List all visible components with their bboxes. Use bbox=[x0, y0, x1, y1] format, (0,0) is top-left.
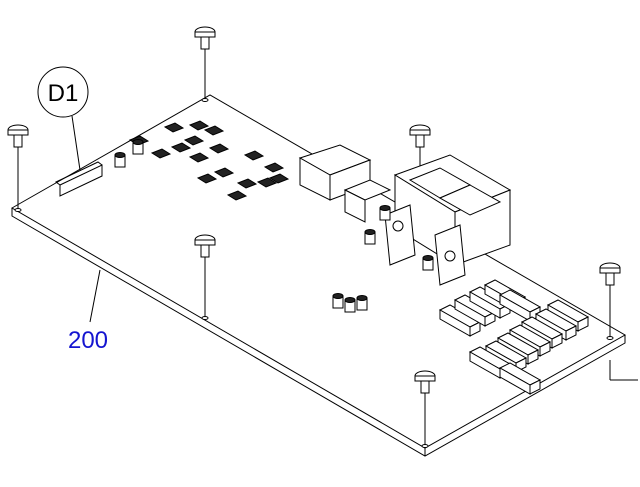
screw-icon bbox=[194, 26, 216, 102]
callout-d1: D1 bbox=[37, 66, 89, 171]
capacitor bbox=[422, 255, 434, 271]
screws bbox=[7, 26, 621, 448]
capacitor bbox=[379, 205, 391, 221]
capacitor bbox=[332, 293, 344, 309]
connector-d1 bbox=[55, 161, 103, 197]
screw-icon bbox=[599, 262, 621, 340]
chip bbox=[170, 142, 192, 153]
relay bbox=[298, 144, 372, 201]
callout-d1-label: D1 bbox=[48, 80, 79, 107]
chip bbox=[188, 152, 210, 163]
terminal-blocks bbox=[438, 279, 590, 395]
chip bbox=[208, 143, 230, 154]
terminal-block bbox=[498, 362, 542, 395]
chip bbox=[196, 173, 218, 184]
chip bbox=[236, 178, 258, 189]
smd-chips bbox=[128, 120, 290, 201]
chip bbox=[268, 173, 290, 184]
chip bbox=[256, 177, 278, 188]
capacitors bbox=[114, 139, 434, 313]
chip bbox=[150, 148, 172, 159]
circuit-board bbox=[10, 94, 638, 457]
chip bbox=[226, 190, 248, 201]
screw-icon bbox=[414, 370, 436, 448]
callout-board: 200 bbox=[68, 269, 108, 354]
capacitor bbox=[356, 295, 368, 311]
chip bbox=[203, 125, 225, 136]
terminal-block bbox=[453, 294, 497, 327]
capacitor bbox=[364, 229, 376, 245]
chip bbox=[163, 122, 185, 133]
capacitor bbox=[344, 297, 356, 313]
terminal-block bbox=[438, 304, 482, 337]
screw-icon bbox=[7, 124, 29, 212]
chip bbox=[183, 135, 205, 146]
screw-icon bbox=[194, 234, 216, 320]
regulators bbox=[343, 179, 466, 286]
capacitor bbox=[132, 139, 144, 155]
chip bbox=[188, 120, 210, 131]
chip bbox=[243, 150, 265, 161]
callout-board-label: 200 bbox=[68, 327, 108, 354]
capacitor bbox=[114, 152, 126, 168]
chip bbox=[263, 162, 285, 173]
chip bbox=[213, 167, 235, 178]
